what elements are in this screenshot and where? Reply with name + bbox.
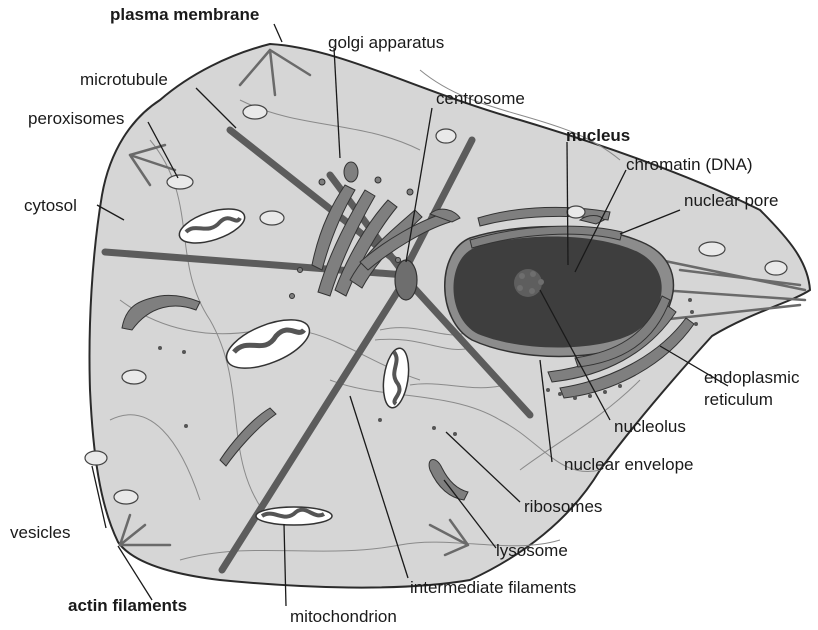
label-endoplasmic: endoplasmic bbox=[704, 368, 800, 387]
label-centrosome: centrosome bbox=[436, 89, 525, 108]
label-reticulum: reticulum bbox=[704, 390, 773, 409]
label-chromatin: chromatin (DNA) bbox=[626, 155, 753, 174]
label-golgi-apparatus: golgi apparatus bbox=[328, 33, 444, 52]
label-actin-filaments: actin filaments bbox=[68, 596, 187, 615]
nucleolus-shape bbox=[514, 269, 542, 297]
label-peroxisomes: peroxisomes bbox=[28, 109, 124, 128]
label-microtubule: microtubule bbox=[80, 70, 168, 89]
label-cytosol: cytosol bbox=[24, 196, 77, 215]
label-nucleolus: nucleolus bbox=[614, 417, 686, 436]
label-vesicles: vesicles bbox=[10, 523, 70, 542]
label-intermediate-filaments: intermediate filaments bbox=[410, 578, 576, 597]
label-mitochondrion: mitochondrion bbox=[290, 607, 397, 626]
label-nuclear-envelope: nuclear envelope bbox=[564, 455, 693, 474]
label-plasma-membrane: plasma membrane bbox=[110, 5, 259, 24]
label-ribosomes: ribosomes bbox=[524, 497, 602, 516]
label-nucleus: nucleus bbox=[566, 126, 630, 145]
label-lysosome: lysosome bbox=[496, 541, 568, 560]
centrosome-shape bbox=[395, 260, 417, 300]
label-nuclear-pore: nuclear pore bbox=[684, 191, 779, 210]
